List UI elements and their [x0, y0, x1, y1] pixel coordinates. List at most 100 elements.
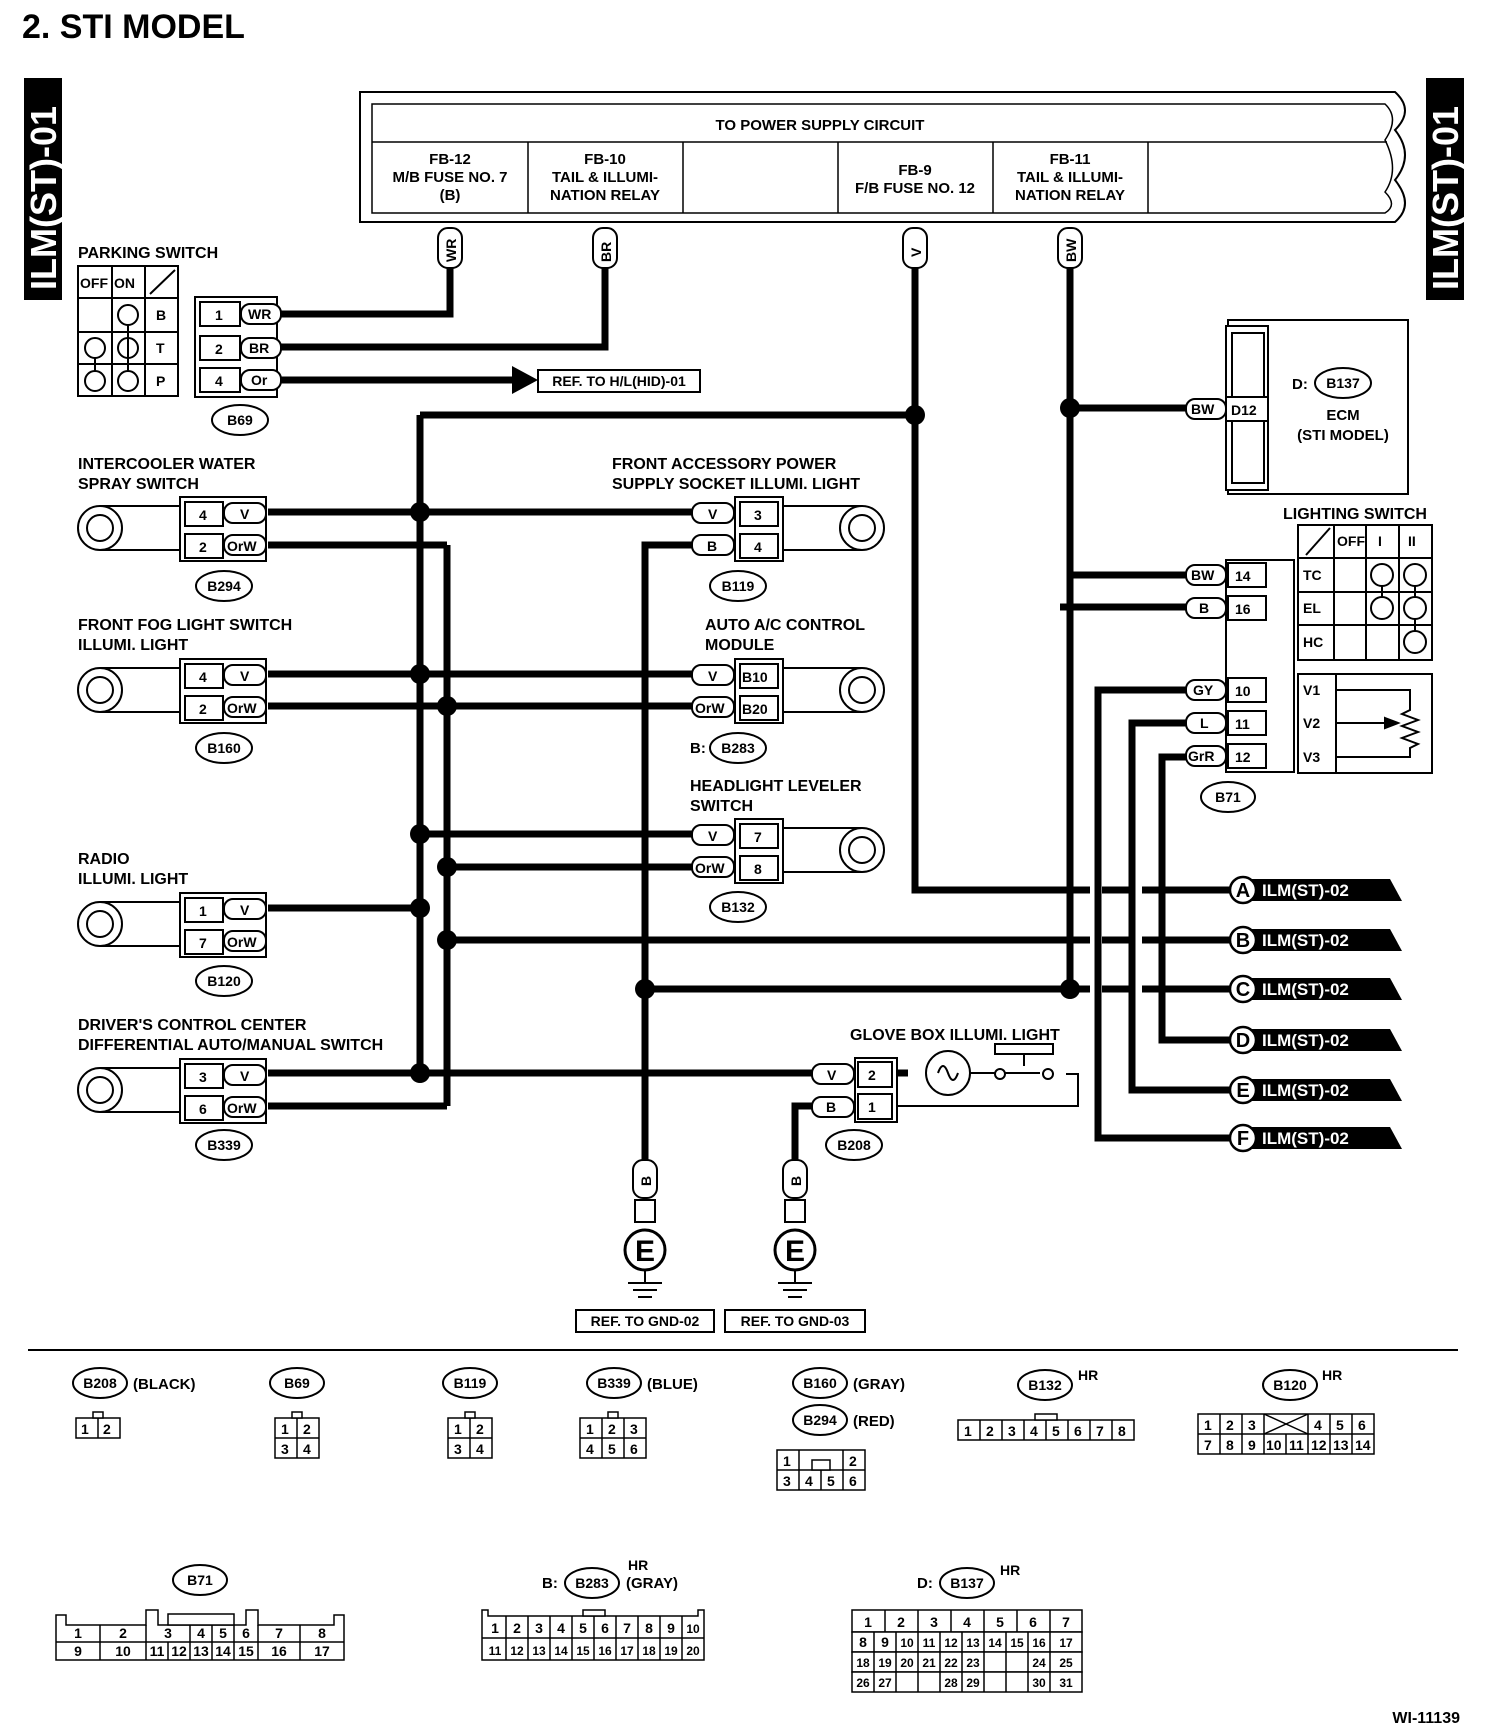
svg-text:OrW: OrW	[227, 538, 257, 554]
lighting-pin-11: 11	[1235, 716, 1250, 732]
svg-text:2: 2	[897, 1614, 905, 1630]
fuse-fb9-label-2: F/B FUSE NO. 12	[855, 180, 975, 197]
svg-text:3: 3	[281, 1441, 289, 1457]
lighting-row-el: EL	[1303, 600, 1321, 616]
svg-text:E: E	[635, 1235, 655, 1268]
ref-gnd-03[interactable]: REF. TO GND-03	[724, 1309, 866, 1333]
svg-text:2: 2	[849, 1453, 857, 1469]
side-tab-left[interactable]: ILM(ST)-01	[23, 78, 64, 300]
lighting-tag-grr: GrR	[1188, 748, 1214, 764]
svg-text:BW: BW	[1063, 238, 1079, 262]
lighting-connector	[1185, 559, 1295, 773]
svg-text:1: 1	[1204, 1417, 1212, 1433]
svg-text:B69: B69	[284, 1375, 310, 1391]
svg-text:B69: B69	[227, 412, 253, 428]
svg-text:12: 12	[944, 1636, 958, 1650]
svg-text:8: 8	[1226, 1437, 1234, 1453]
lighting-pin-16: 16	[1235, 601, 1251, 617]
continuation-a: A ILM(ST)-02	[1228, 875, 1402, 905]
legend-b71: B71 1 2 3 4 5 6 7 8 9 10 11 12 13 14	[55, 1564, 345, 1661]
svg-text:B137: B137	[1326, 375, 1360, 391]
socket-title-1: FRONT ACCESSORY POWER	[612, 456, 837, 473]
radio-connector-id: B120	[195, 965, 253, 997]
svg-text:3: 3	[164, 1625, 172, 1641]
svg-text:D:: D:	[917, 1575, 933, 1592]
svg-text:(BLACK): (BLACK)	[133, 1376, 195, 1393]
svg-text:3: 3	[930, 1614, 938, 1630]
svg-text:8: 8	[859, 1634, 867, 1650]
intercooler-title-2: SPRAY SWITCH	[78, 476, 199, 493]
socket-title-2: SUPPLY SOCKET ILLUMI. LIGHT	[612, 476, 860, 493]
ref-gnd-02[interactable]: REF. TO GND-02	[575, 1309, 715, 1333]
svg-text:B: B	[788, 1176, 804, 1186]
svg-text:1: 1	[81, 1421, 89, 1437]
svg-text:B: B	[638, 1176, 654, 1186]
svg-text:5: 5	[1336, 1417, 1344, 1433]
svg-text:28: 28	[944, 1676, 958, 1690]
svg-text:16: 16	[1032, 1636, 1046, 1650]
legend-b119: B119 1 2 3 4	[442, 1367, 498, 1459]
svg-text:6: 6	[849, 1473, 857, 1489]
svg-text:17: 17	[620, 1644, 634, 1658]
ecm-name: ECM	[1326, 407, 1359, 424]
svg-text:4: 4	[197, 1625, 205, 1641]
svg-text:4: 4	[303, 1441, 311, 1457]
svg-text:ILM(ST)-02: ILM(ST)-02	[1262, 980, 1349, 999]
legend-b283: B: B283 HR (GRAY) 1 2 3 4 5 6 7	[481, 1557, 705, 1661]
power-supply-block	[359, 91, 1406, 223]
svg-text:13: 13	[193, 1643, 209, 1659]
wire-breaks	[1060, 886, 1232, 993]
continuation-tags[interactable]: A ILM(ST)-02 B ILM(ST)-02 C ILM(ST)-02 D…	[1228, 875, 1402, 1153]
lighting-pin-12: 12	[1235, 749, 1251, 765]
svg-text:24: 24	[1032, 1656, 1046, 1670]
dccd-title-1: DRIVER'S CONTROL CENTER	[78, 1017, 307, 1034]
svg-text:7: 7	[199, 935, 207, 951]
svg-text:2: 2	[199, 701, 207, 717]
svg-text:2: 2	[119, 1625, 127, 1641]
svg-text:1: 1	[783, 1453, 791, 1469]
svg-text:19: 19	[664, 1644, 678, 1658]
lighting-tag-b: B	[1199, 600, 1209, 616]
svg-text:2: 2	[1226, 1417, 1234, 1433]
svg-text:4: 4	[199, 507, 207, 523]
fog-title-2: ILLUMI. LIGHT	[78, 637, 188, 654]
svg-text:13: 13	[1333, 1437, 1349, 1453]
dccd-component	[77, 1058, 267, 1124]
svg-text:8: 8	[318, 1625, 326, 1641]
svg-text:4: 4	[754, 539, 762, 555]
legend-b160-b294: B160 (GRAY) B294 (RED) 1 2 3 4 5 6	[776, 1367, 905, 1491]
lighting-col-off: OFF	[1337, 533, 1365, 549]
svg-text:13: 13	[966, 1636, 980, 1650]
svg-text:HR: HR	[628, 1557, 648, 1573]
parking-switch-title: PARKING SWITCH	[78, 245, 218, 262]
continuation-e: E ILM(ST)-02	[1228, 1075, 1402, 1105]
svg-text:B208: B208	[837, 1137, 871, 1153]
svg-text:B132: B132	[721, 899, 755, 915]
svg-text:10: 10	[900, 1636, 914, 1650]
legend-b69: B69 1 2 3 4	[269, 1367, 325, 1459]
svg-text:(RED): (RED)	[853, 1413, 895, 1430]
svg-text:16: 16	[271, 1643, 287, 1659]
dccd-connector-id: B339	[195, 1129, 253, 1161]
ref-hl-hid[interactable]: REF. TO H/L(HID)-01	[512, 366, 701, 394]
svg-text:REF. TO GND-02: REF. TO GND-02	[591, 1313, 700, 1329]
intercooler-connector-id: B294	[195, 570, 253, 602]
svg-text:OrW: OrW	[695, 700, 725, 716]
svg-text:3: 3	[454, 1441, 462, 1457]
svg-text:D: D	[1236, 1030, 1250, 1052]
svg-text:V: V	[240, 1068, 250, 1084]
side-tab-right[interactable]: ILM(ST)-01	[1425, 78, 1466, 300]
glove-box-component	[811, 1043, 1054, 1123]
svg-text:A: A	[1236, 880, 1250, 902]
svg-text:6: 6	[1029, 1614, 1037, 1630]
lighting-tag-l: L	[1200, 715, 1209, 731]
legend-b120: B120 HR 1 2 3 4 5 6 7 8 9 10 11 12 13	[1197, 1367, 1375, 1455]
svg-text:6: 6	[630, 1441, 638, 1457]
lighting-col-ii: II	[1408, 533, 1416, 549]
legend-b208: B208 (BLACK) 1 2	[72, 1367, 195, 1439]
svg-text:ILM(ST)-02: ILM(ST)-02	[1262, 881, 1349, 900]
svg-text:4: 4	[1030, 1423, 1038, 1439]
svg-text:ILM(ST)-01: ILM(ST)-01	[23, 106, 64, 290]
svg-text:E: E	[785, 1235, 805, 1268]
power-supply-header: TO POWER SUPPLY CIRCUIT	[716, 117, 925, 134]
